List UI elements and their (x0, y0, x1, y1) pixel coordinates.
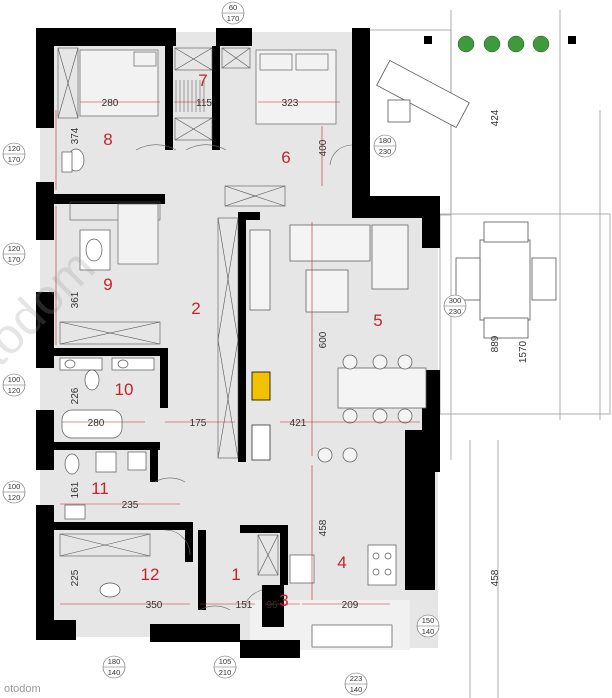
stove (251, 424, 271, 461)
window-b1-b: 140 (108, 668, 121, 677)
dim-room-10-depth: 226 (70, 387, 81, 404)
plants (457, 35, 550, 53)
dim-room-9-depth: 361 (70, 291, 81, 308)
dimension-lines (55, 101, 420, 605)
room-number-4: 4 (337, 553, 346, 572)
room-number-8: 8 (103, 130, 112, 149)
window-d1-b: 230 (379, 147, 392, 156)
dim-room-5-width: 421 (290, 418, 307, 429)
window-l4-b: 120 (8, 493, 21, 502)
room-number-9: 9 (103, 275, 112, 294)
room-number-7: 7 (198, 71, 207, 90)
window-l3-b: 120 (8, 386, 21, 395)
dim-room-11-depth: 161 (70, 481, 81, 498)
sanitary (59, 148, 155, 598)
window-d1-a: 180 (379, 136, 392, 145)
brand-watermark: otodom (4, 683, 41, 695)
wardrobes (57, 47, 286, 576)
dim-room-10-width: 280 (88, 418, 105, 429)
room-number-2: 2 (191, 299, 200, 318)
room-number-3: 3 (279, 591, 288, 610)
room-number-6: 6 (281, 148, 290, 167)
dim-room-8-depth: 374 (70, 127, 81, 144)
dim-room-3-width: 96 (266, 600, 278, 611)
dim-room-7-width: 115 (196, 98, 212, 109)
window-b3-b: 140 (350, 685, 363, 694)
window-r1-a: 300 (449, 296, 462, 305)
dim-room-6-depth: 400 (318, 139, 329, 156)
window-top-b: 170 (227, 14, 240, 23)
dim-exterior-1: 889 (490, 335, 501, 352)
dim-room-1-width: 151 (236, 600, 253, 611)
window-r2-a: 150 (422, 616, 435, 625)
window-b2-b: 210 (219, 668, 232, 677)
dim-room-4-width: 209 (342, 600, 359, 611)
dim-room-12-width: 350 (146, 600, 163, 611)
dim-terrace-depth: 424 (490, 109, 501, 126)
room-number-12: 12 (141, 565, 160, 584)
dim-room-4-depth: 458 (318, 519, 329, 536)
window-r2-b: 140 (422, 627, 435, 636)
kitchen (289, 544, 397, 648)
door-swings (135, 144, 353, 611)
window-l2-a: 120 (8, 244, 21, 253)
fireplace (251, 371, 271, 401)
window-l3-a: 100 (8, 375, 21, 384)
room-number-11: 11 (91, 479, 109, 498)
window-l2-b: 170 (8, 255, 21, 264)
terrace-furniture (376, 59, 557, 339)
room-number-1: 1 (231, 565, 240, 584)
pots (424, 36, 576, 44)
beds (79, 49, 337, 265)
window-r1-b: 230 (449, 307, 462, 316)
dim-exterior-3: 458 (490, 569, 501, 586)
dim-room-8-width: 280 (102, 98, 119, 109)
room-number-5: 5 (373, 311, 382, 330)
window-l1-b: 170 (8, 155, 21, 164)
window-b2-a: 105 (219, 657, 232, 666)
window-top-a: 60 (229, 3, 237, 12)
living-furniture (249, 224, 427, 463)
dim-room-5-depth: 600 (318, 331, 329, 348)
window-l1-a: 120 (8, 144, 21, 153)
walls (36, 28, 440, 658)
dim-corridor-width: 175 (190, 418, 207, 429)
window-b3-a: 223 (350, 674, 363, 683)
window-l4-a: 100 (8, 482, 21, 491)
dim-room-11-width: 235 (122, 500, 139, 511)
dim-exterior-2: 1570 (518, 340, 529, 363)
room-number-10: 10 (115, 380, 134, 399)
window-b1-a: 180 (108, 657, 121, 666)
pantry-shelves (175, 80, 205, 112)
dim-room-6-width: 323 (282, 98, 299, 109)
dim-room-12-depth: 225 (70, 569, 81, 586)
